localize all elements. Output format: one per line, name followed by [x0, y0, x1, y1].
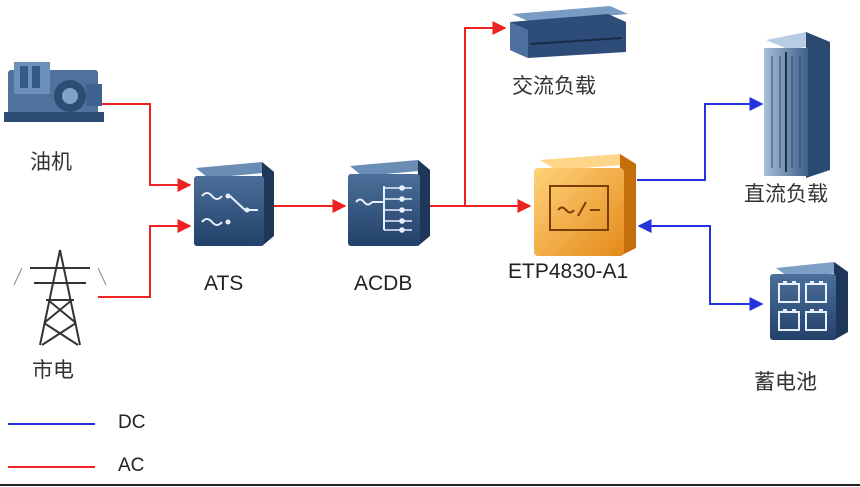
etp-to-dcload-line [637, 97, 764, 181]
legend-dc-label: DC [118, 412, 146, 433]
diesel-to-ats-line [100, 103, 192, 192]
ac-load-icon [510, 6, 628, 58]
legend-ac-label: AC [118, 455, 145, 476]
grid-label: 市电 [32, 358, 74, 382]
acdb-to-acload-line [464, 21, 507, 206]
etp-label: ETP4830-A1 [508, 260, 629, 283]
ac-connections [98, 21, 532, 298]
etp4830-device-icon [534, 154, 636, 256]
bottom-divider [0, 484, 860, 486]
diesel-label: 油机 [30, 150, 72, 174]
etp-battery-line [637, 219, 764, 311]
dc-load-cabinet-icon [764, 32, 830, 178]
acdb-device-icon [348, 160, 430, 246]
acdb-label: ACDB [354, 272, 413, 295]
dc-connections [637, 97, 764, 311]
diesel-generator-icon [4, 62, 104, 122]
grid-to-ats-line [98, 219, 192, 298]
ats-label: ATS [204, 272, 244, 295]
battery-label: 蓄电池 [754, 370, 817, 394]
ats-device-icon [194, 162, 274, 246]
grid-tower-icon [13, 249, 107, 346]
dc-load-label: 直流负载 [744, 182, 828, 206]
ac-load-label: 交流负载 [512, 74, 596, 98]
battery-icon [770, 262, 848, 340]
